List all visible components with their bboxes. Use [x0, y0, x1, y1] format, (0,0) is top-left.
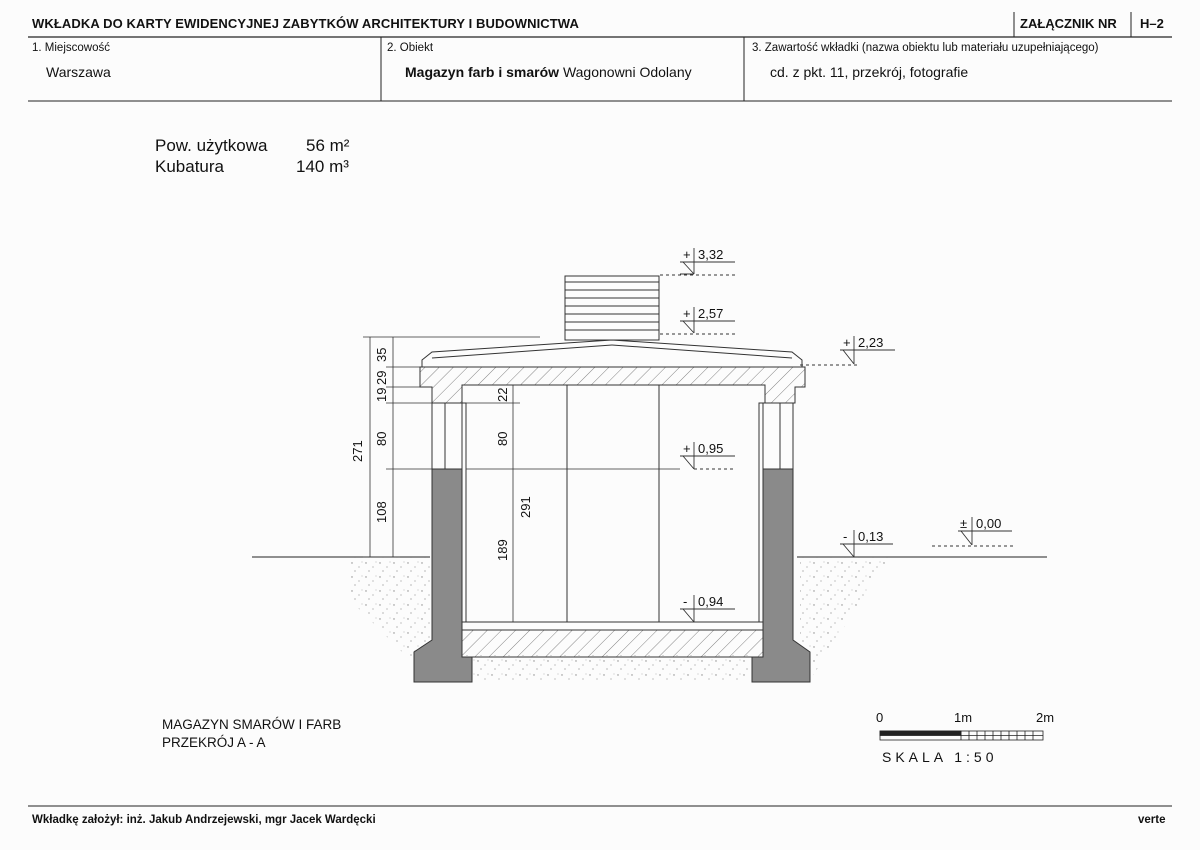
scale-tick-2m: 2m [1036, 710, 1054, 725]
level-sign: - [843, 529, 847, 544]
drawing-caption-line1: MAGAZYN SMARÓW I FARB [162, 717, 342, 732]
dimension-labels: 35 29 19 80 108 271 22 80 189 291 [350, 348, 533, 561]
scale-tick-1m: 1m [954, 710, 972, 725]
form-frame [28, 12, 1172, 807]
drawing-caption-line2: PRZEKRÓJ A - A [162, 735, 266, 750]
dim-271: 271 [350, 440, 365, 462]
level-sign: + [843, 335, 851, 350]
ceiling-slab [419, 366, 806, 404]
locality-value: Warszawa [46, 64, 111, 80]
soil-area [350, 557, 890, 680]
dim-189: 189 [495, 539, 510, 561]
annex-number: H–2 [1140, 16, 1164, 31]
level-value: 2,57 [698, 306, 723, 321]
roof [421, 339, 803, 368]
form-title: WKŁADKA DO KARTY EWIDENCYJNEJ ZABYTKÓW A… [32, 16, 579, 31]
dim-19: 19 [374, 388, 389, 402]
level-sign: - [683, 594, 687, 609]
foundation-walls [413, 468, 811, 683]
dim-22: 22 [495, 388, 510, 402]
level-value: 2,23 [858, 335, 883, 350]
scale-bar [879, 730, 1044, 741]
inner-dimension-chain [466, 385, 680, 623]
level-labels: + 3,32 + 2,57 + 2,23 + 0,95 - 0,13 ± 0,0… [683, 247, 1001, 609]
verte-label: verte [1138, 814, 1166, 826]
dim-80: 80 [374, 432, 389, 446]
area-label: Pow. użytkowa [155, 136, 268, 155]
dim-80-inner: 80 [495, 432, 510, 446]
dim-29: 29 [374, 371, 389, 385]
interior-lines [566, 385, 660, 622]
left-dimension-chain [363, 336, 540, 558]
scale-tick-0: 0 [876, 710, 883, 725]
level-sign: + [683, 247, 691, 262]
object-value-bold: Magazyn farb i smarów [405, 64, 560, 80]
volume-value: 140 m³ [296, 157, 349, 176]
level-value: 0,00 [976, 516, 1001, 531]
annex-label: ZAŁĄCZNIK NR [1020, 16, 1117, 31]
dim-35: 35 [374, 348, 389, 362]
level-sign: ± [960, 516, 967, 531]
author-line: Wkładkę założył: inż. Jakub Andrzejewski… [32, 814, 376, 826]
volume-label: Kubatura [155, 157, 224, 176]
scale-label: SKALA 1:50 [882, 749, 998, 765]
floor-slab [461, 629, 764, 658]
object-value: Magazyn farb i smarów Wagonowni Odolany [405, 64, 692, 80]
level-sign: + [683, 441, 691, 456]
contents-label: 3. Zawartość wkładki (nazwa obiektu lub … [752, 42, 1099, 54]
level-value: 0,94 [698, 594, 723, 609]
object-value-rest: Wagonowni Odolany [562, 64, 692, 80]
object-label: 2. Obiekt [387, 42, 434, 54]
level-value: 3,32 [698, 247, 723, 262]
area-value: 56 m² [306, 136, 350, 155]
locality-label: 1. Miejscowość [32, 42, 110, 54]
level-value: 0,95 [698, 441, 723, 456]
level-sign: + [683, 306, 691, 321]
contents-value: cd. z pkt. 11, przekrój, fotografie [770, 64, 969, 80]
upper-walls [431, 402, 794, 623]
dim-108: 108 [374, 501, 389, 523]
level-value: 0,13 [858, 529, 883, 544]
dim-291: 291 [518, 496, 533, 518]
level-markers [660, 248, 1015, 623]
roof-ventilator [564, 275, 660, 341]
